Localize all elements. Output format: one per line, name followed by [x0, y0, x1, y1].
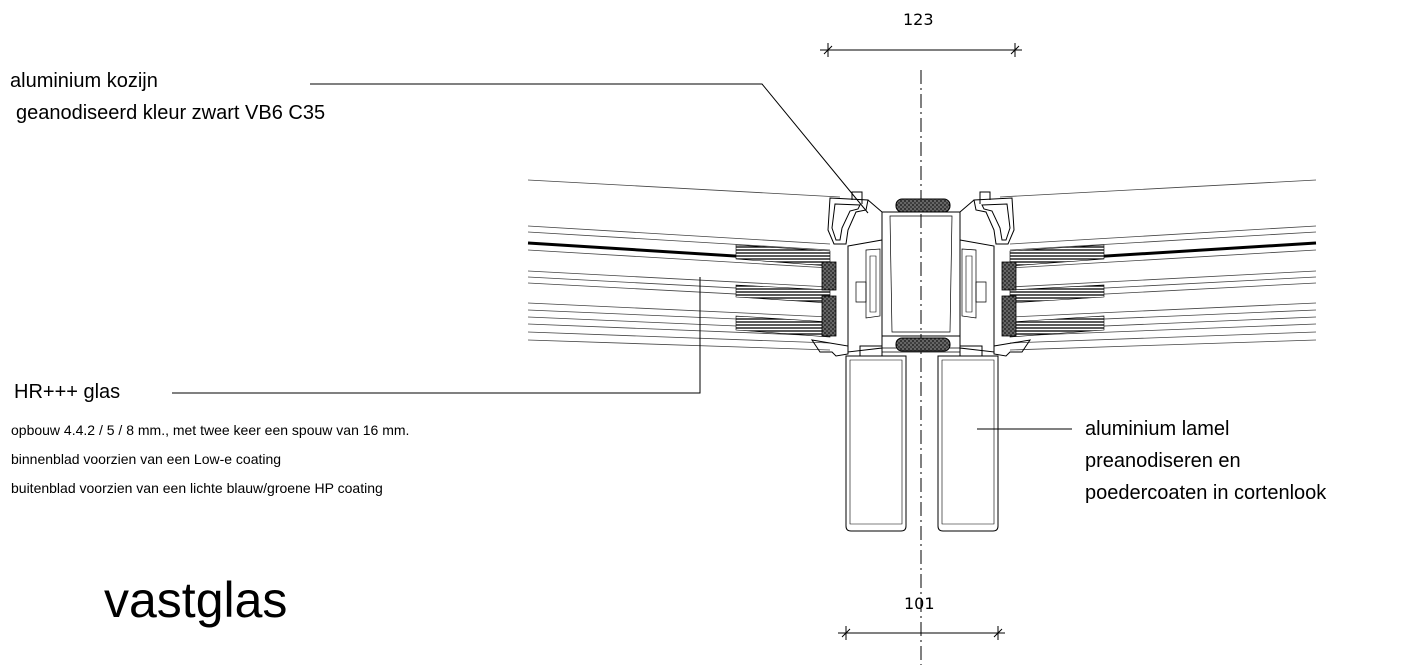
top-dimension-line: [820, 43, 1022, 57]
glass-spec-line1: opbouw 4.4.2 / 5 / 8 mm., met twee keer …: [11, 422, 410, 438]
dimension-top-label: 123: [903, 10, 934, 29]
lamel-label-line2: preanodiseren en: [1085, 450, 1241, 472]
leader-glass: [172, 277, 701, 394]
lamel-label-line3: poedercoaten in cortenlook: [1085, 482, 1327, 504]
glass-spec-line3: buitenblad voorzien van een lichte blauw…: [11, 480, 383, 496]
leader-frame: [310, 83, 869, 214]
glass-spec-line2: binnenblad voorzien van een Low-e coatin…: [11, 451, 282, 467]
leader-lines: [172, 83, 1072, 430]
gaskets: [895, 198, 951, 352]
spacer-hatch-left: [735, 244, 831, 338]
glass-label-title: HR+++ glas: [14, 381, 121, 403]
aluminium-frame-profile: [810, 191, 1032, 357]
dimension-bottom-label: 101: [904, 594, 935, 613]
spacer-hatch-right: [1009, 244, 1105, 338]
frame-label-line2: geanodiseerd kleur zwart VB6 C35: [16, 102, 326, 124]
frame-label-line1: aluminium kozijn: [10, 70, 158, 92]
drawing-title: vastglas: [104, 572, 288, 628]
aluminium-lamel-right: [937, 355, 999, 532]
sealant-left: [821, 261, 837, 337]
lamel-label-line1: aluminium lamel: [1085, 418, 1230, 440]
aluminium-lamel-left: [845, 355, 907, 532]
sealant-right: [1001, 261, 1017, 337]
glass-pane-right: [999, 179, 1317, 351]
bottom-dimension-line: [838, 626, 1005, 640]
